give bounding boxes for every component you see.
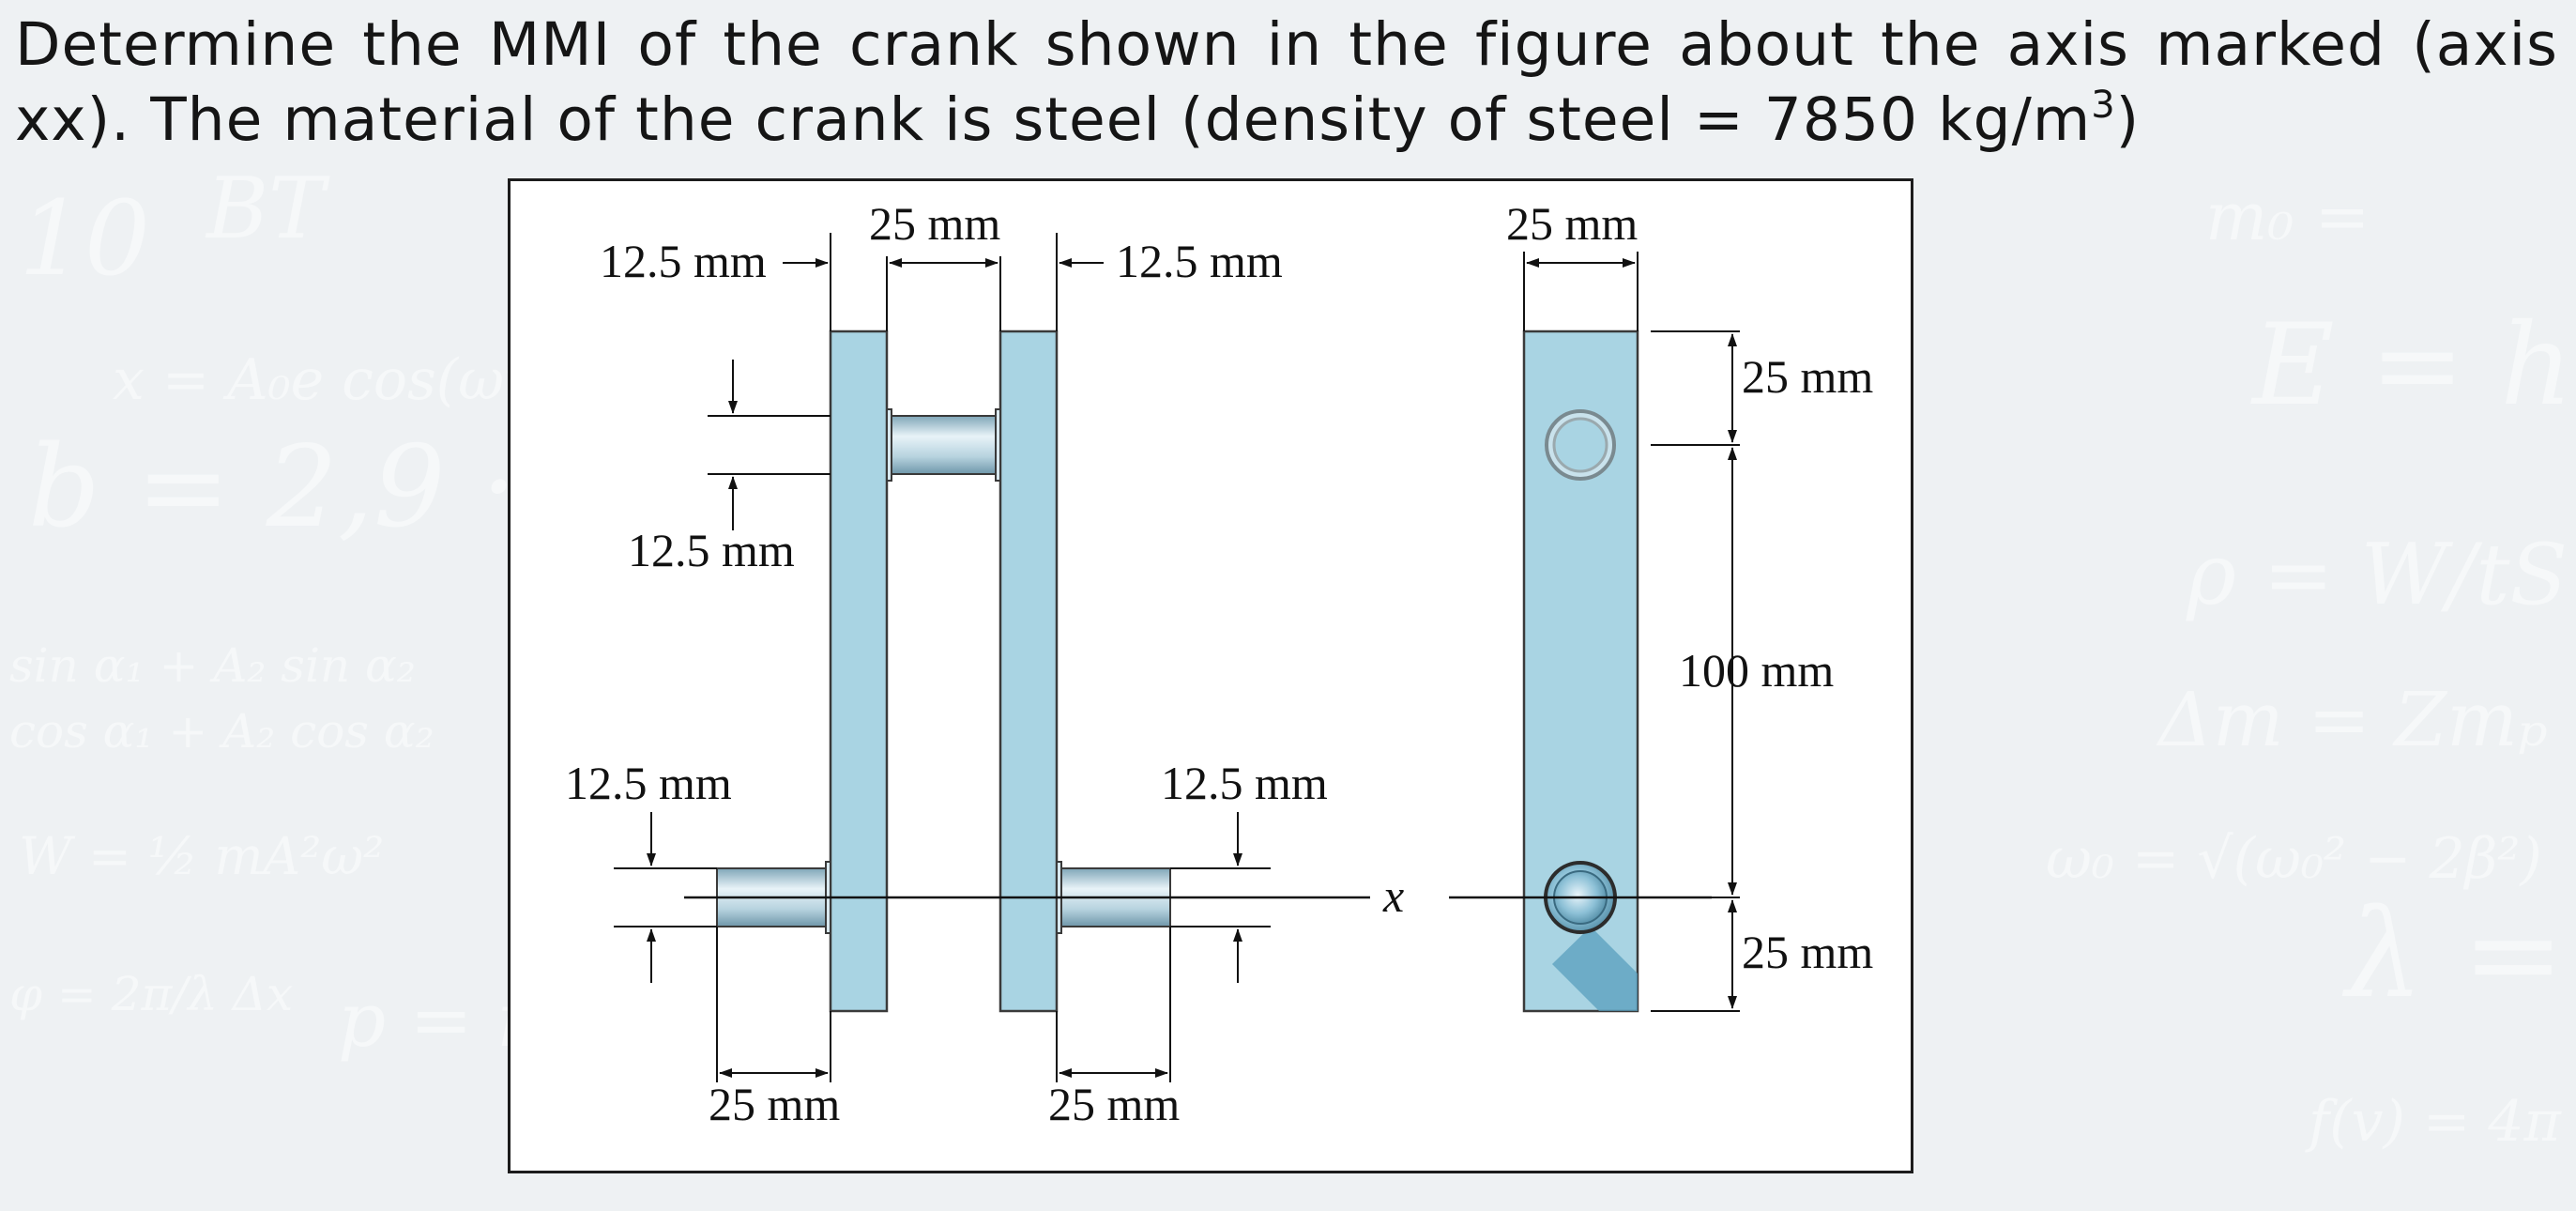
upper-pin bbox=[891, 415, 997, 475]
bg-formula: f(v) = 4π bbox=[2309, 1089, 2561, 1155]
bg-formula: φ = 2π/λ Δx bbox=[9, 967, 294, 1021]
bg-formula: ω₀ = √(ω₀² − 2β²) bbox=[2046, 826, 2542, 892]
question-body: Determine the MMI of the crank shown in … bbox=[15, 10, 2558, 154]
label-side-middle: 100 mm bbox=[1679, 644, 1834, 697]
label-upper-pin-diameter: 12.5 mm bbox=[628, 524, 795, 576]
bg-formula: W = ½ mA²ω² bbox=[19, 826, 385, 886]
crank-diagram: x bbox=[565, 197, 1873, 1130]
label-bottom-left-length: 25 mm bbox=[709, 1078, 840, 1130]
bg-formula: ρ = W/tS bbox=[2187, 526, 2568, 624]
bg-formula: x = A₀e cos(ωt bbox=[113, 347, 527, 413]
label-lower-left-pin-diameter: 12.5 mm bbox=[565, 757, 732, 809]
left-plate bbox=[829, 330, 889, 1013]
label-top-right-offset: 12.5 mm bbox=[1116, 235, 1283, 287]
label-side-bottom: 25 mm bbox=[1742, 926, 1873, 978]
bg-formula: Δm = Zmₚ + Nm bbox=[2158, 676, 2576, 763]
side-plate-shadow bbox=[1552, 927, 1638, 1011]
question-superscript: 3 bbox=[2091, 84, 2116, 127]
dimension-lines bbox=[614, 233, 1740, 1082]
bg-formula: cos α₁ + A₂ cos α₂ bbox=[9, 704, 434, 759]
crank-figure: x bbox=[508, 178, 1913, 1173]
bg-formula: λ = bbox=[2346, 882, 2565, 1025]
axis-label: x bbox=[1382, 869, 1404, 922]
bg-formula: E = hν bbox=[2252, 300, 2576, 431]
label-bottom-right-length: 25 mm bbox=[1048, 1078, 1180, 1130]
right-plate bbox=[998, 330, 1059, 1013]
dimension-labels: 12.5 mm 25 mm 12.5 mm 12.5 mm 12.5 mm 12… bbox=[565, 197, 1873, 1130]
label-side-width: 25 mm bbox=[1506, 197, 1638, 250]
bg-formula: BT bbox=[206, 160, 326, 258]
label-top-left-offset: 12.5 mm bbox=[600, 235, 767, 287]
label-lower-right-pin-diameter: 12.5 mm bbox=[1161, 757, 1328, 809]
label-top-gap: 25 mm bbox=[869, 197, 1000, 250]
label-side-top: 25 mm bbox=[1742, 350, 1873, 403]
question-closing: ) bbox=[2115, 85, 2141, 154]
question-text: Determine the MMI of the crank shown in … bbox=[15, 8, 2558, 158]
bg-formula: m₀ = bbox=[2205, 178, 2370, 255]
upper-pin-flange-right bbox=[995, 408, 1001, 482]
bg-formula: sin α₁ + A₂ sin α₂ bbox=[9, 638, 416, 693]
bg-formula: 10 bbox=[19, 178, 150, 299]
side-upper-hole-inner bbox=[1552, 417, 1608, 473]
